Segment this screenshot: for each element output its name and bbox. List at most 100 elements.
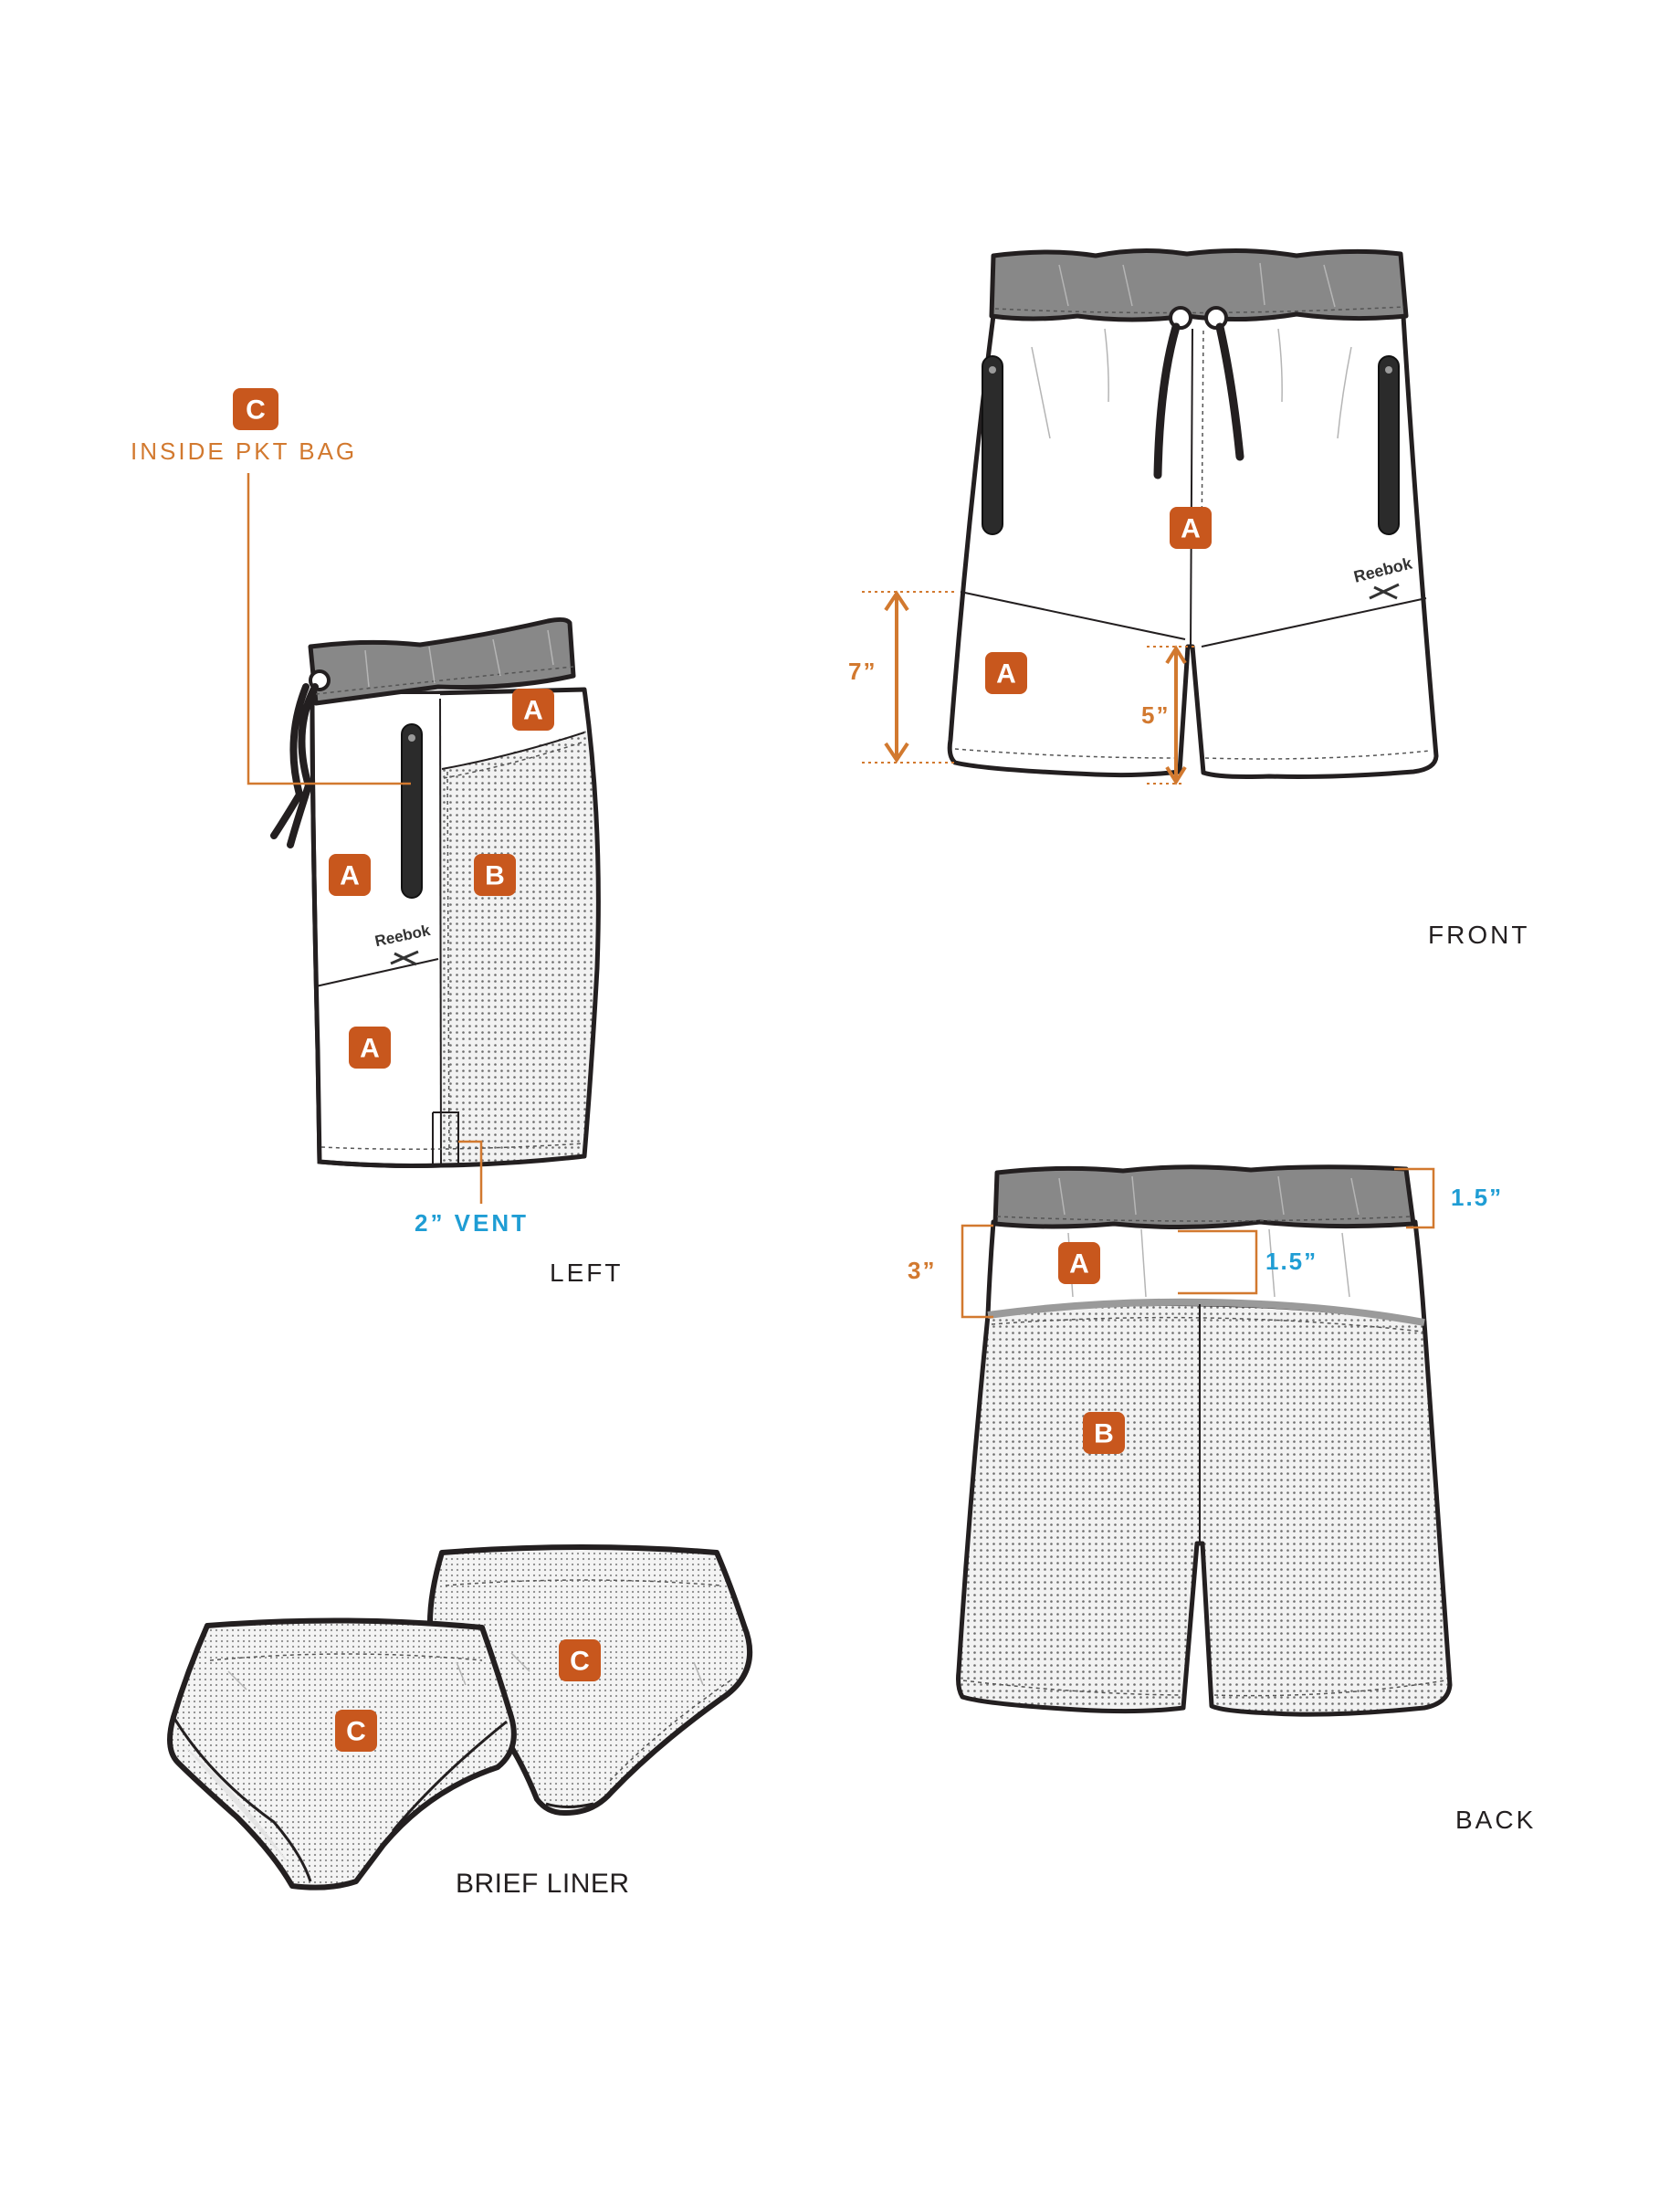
- liner-back-leg-stitch: [609, 1680, 731, 1782]
- left-zip-pull-icon: [408, 734, 415, 742]
- front-fold-line: [1337, 346, 1352, 439]
- svg-text:B: B: [485, 861, 505, 891]
- liner-front-inner-shadow: [183, 1744, 292, 1868]
- front-dim-side-length: 7”: [848, 658, 877, 685]
- left-hem-stitch: [320, 1143, 585, 1150]
- back-waistband: [992, 1164, 1416, 1230]
- left-drawcord: [270, 683, 319, 848]
- liner-badge-c-front: C: [335, 1710, 377, 1752]
- svg-text:C: C: [346, 1717, 366, 1747]
- front-left-zip-pocket: [982, 355, 1003, 535]
- left-lower-panel-seam: [315, 958, 439, 987]
- front-badge-a-upper: A: [1170, 507, 1212, 549]
- back-right-hem-stitch: [1213, 1680, 1446, 1697]
- front-view-label: FRONT: [1428, 921, 1529, 949]
- svg-text:A: A: [340, 861, 360, 891]
- front-badge-a-lower: A: [985, 652, 1027, 694]
- front-right-zip-pocket: [1378, 355, 1400, 535]
- svg-text:A: A: [1181, 514, 1201, 544]
- front-dim-guide: [862, 591, 957, 764]
- front-waistband-gather: [1058, 262, 1336, 308]
- svg-text:C: C: [246, 395, 266, 426]
- left-badge-a-lower: A: [349, 1027, 391, 1069]
- left-side-seam: [439, 698, 442, 1165]
- svg-text:A: A: [360, 1034, 380, 1064]
- front-left-panel-seam: [960, 591, 1186, 640]
- back-yoke-stitch: [991, 1316, 1423, 1332]
- back-waistband-gather: [1058, 1175, 1360, 1216]
- liner-front-right-leg-binding: [391, 1720, 508, 1832]
- left-waistband-stitch: [315, 666, 574, 695]
- left-callout-vent-leader: [458, 1140, 483, 1204]
- left-waistband-gather: [364, 629, 554, 688]
- back-view-label: BACK: [1455, 1806, 1536, 1834]
- left-badge-c-pocket-bag: C: [233, 388, 278, 430]
- left-badge-b-mesh: B: [474, 854, 516, 896]
- left-mesh-panel: [441, 731, 599, 1164]
- front-right-hem-stitch: [1204, 750, 1431, 760]
- left-brand-logo-mark-icon: [390, 950, 419, 966]
- left-vent: [432, 1111, 459, 1164]
- back-dim-yoke-inner-bracket: [1178, 1229, 1258, 1295]
- left-badge-a-yoke: A: [512, 689, 554, 731]
- svg-text:A: A: [1069, 1249, 1089, 1280]
- liner-front-left-leg-binding: [172, 1716, 312, 1882]
- left-zip-pocket: [401, 723, 423, 899]
- front-zip-pull-icon: [1385, 366, 1392, 374]
- back-view: A B 1.5” 1.5” 3” BACK: [908, 1164, 1536, 1834]
- front-dim-side-arrow: [884, 590, 909, 764]
- brief-liner: C C BRIEF LINER: [167, 1544, 753, 1899]
- liner-front-fold: [227, 1661, 467, 1691]
- front-dim-inseam-arrow: [1165, 645, 1187, 785]
- front-eyelet-left: [1169, 306, 1192, 330]
- front-left-hem-stitch: [954, 748, 1179, 759]
- front-fold-line: [1104, 328, 1109, 403]
- back-dim-yoke-outer: 3”: [908, 1257, 936, 1284]
- left-view-label: LEFT: [550, 1259, 623, 1287]
- front-drawcord-left: [1153, 322, 1181, 479]
- back-yoke-binding: [987, 1298, 1425, 1326]
- back-mesh-panel: [956, 1301, 1453, 1717]
- back-left-hem-stitch: [962, 1680, 1183, 1696]
- front-drawcord-right: [1215, 322, 1244, 461]
- left-yoke-seam: [441, 732, 585, 770]
- left-yoke-stitch: [443, 741, 585, 779]
- back-waistband-stitch: [996, 1216, 1412, 1222]
- liner-front-waist-stitch: [209, 1653, 483, 1661]
- front-zip-pull-icon: [989, 366, 996, 374]
- liner-back-fold: [510, 1652, 704, 1686]
- front-fold-line: [1277, 328, 1283, 403]
- left-side-seam-stitch: [446, 771, 450, 1161]
- left-badge-a-front: A: [329, 854, 371, 896]
- left-callout-pocket-leader: [247, 473, 411, 785]
- front-brand-logo-mark-icon: [1369, 583, 1400, 600]
- back-dim-waistband-bracket: [1394, 1167, 1435, 1229]
- back-dim-yoke-outer-bracket: [961, 1224, 993, 1319]
- liner-back-gusset: [545, 1802, 594, 1808]
- back-badge-a-yoke: A: [1058, 1242, 1100, 1284]
- left-callout-pocket-bag: INSIDE PKT BAG: [131, 437, 357, 465]
- front-right-panel-seam: [1201, 597, 1427, 648]
- back-dim-waistband: 1.5”: [1451, 1184, 1503, 1211]
- left-waistband: [308, 616, 576, 706]
- liner-front-brief: [167, 1617, 517, 1891]
- liner-badge-c-back: C: [559, 1639, 601, 1681]
- svg-text:A: A: [996, 659, 1016, 690]
- svg-text:C: C: [570, 1647, 590, 1677]
- front-dim-guide: [1147, 646, 1196, 785]
- left-shorts-outline-front: [310, 695, 442, 1168]
- front-fold-line: [1031, 346, 1051, 439]
- front-center-seam: [1190, 328, 1193, 648]
- left-callout-vent: 2” VENT: [415, 1209, 529, 1237]
- svg-text:A: A: [523, 696, 543, 726]
- svg-text:B: B: [1094, 1419, 1114, 1449]
- front-dim-inseam: 5”: [1141, 701, 1170, 729]
- left-view: Reebok A A B A C INSIDE PKT BAG 2” VENT: [131, 388, 623, 1287]
- front-waistband: [989, 248, 1409, 322]
- brief-liner-label: BRIEF LINER: [456, 1869, 630, 1899]
- back-dim-yoke-inner: 1.5”: [1265, 1248, 1318, 1275]
- front-waistband-stitch: [994, 306, 1405, 314]
- front-view: Reebok A A 7” 5” FRONT: [848, 248, 1529, 949]
- back-badge-b-mesh: B: [1083, 1412, 1125, 1454]
